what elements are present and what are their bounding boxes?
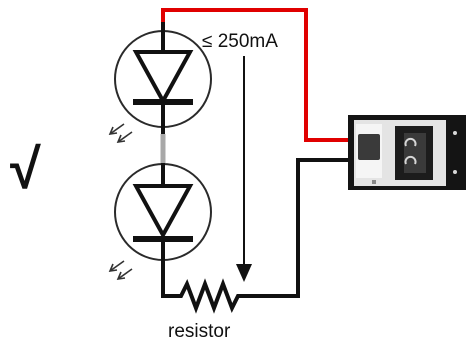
diode-icon <box>132 22 194 134</box>
check-mark: √ <box>10 137 41 200</box>
current-direction-arrow <box>236 56 252 282</box>
negative-wire <box>161 158 352 314</box>
light-emission-icon <box>108 123 133 143</box>
led-1 <box>108 22 212 143</box>
connector-icon <box>348 115 466 190</box>
positive-wire <box>161 8 352 142</box>
light-emission-icon <box>108 260 133 280</box>
resistor-label: resistor <box>168 321 231 342</box>
led-2 <box>108 163 212 280</box>
diode-icon <box>132 163 194 270</box>
current-limit-label: ≤ 250mA <box>202 31 278 52</box>
